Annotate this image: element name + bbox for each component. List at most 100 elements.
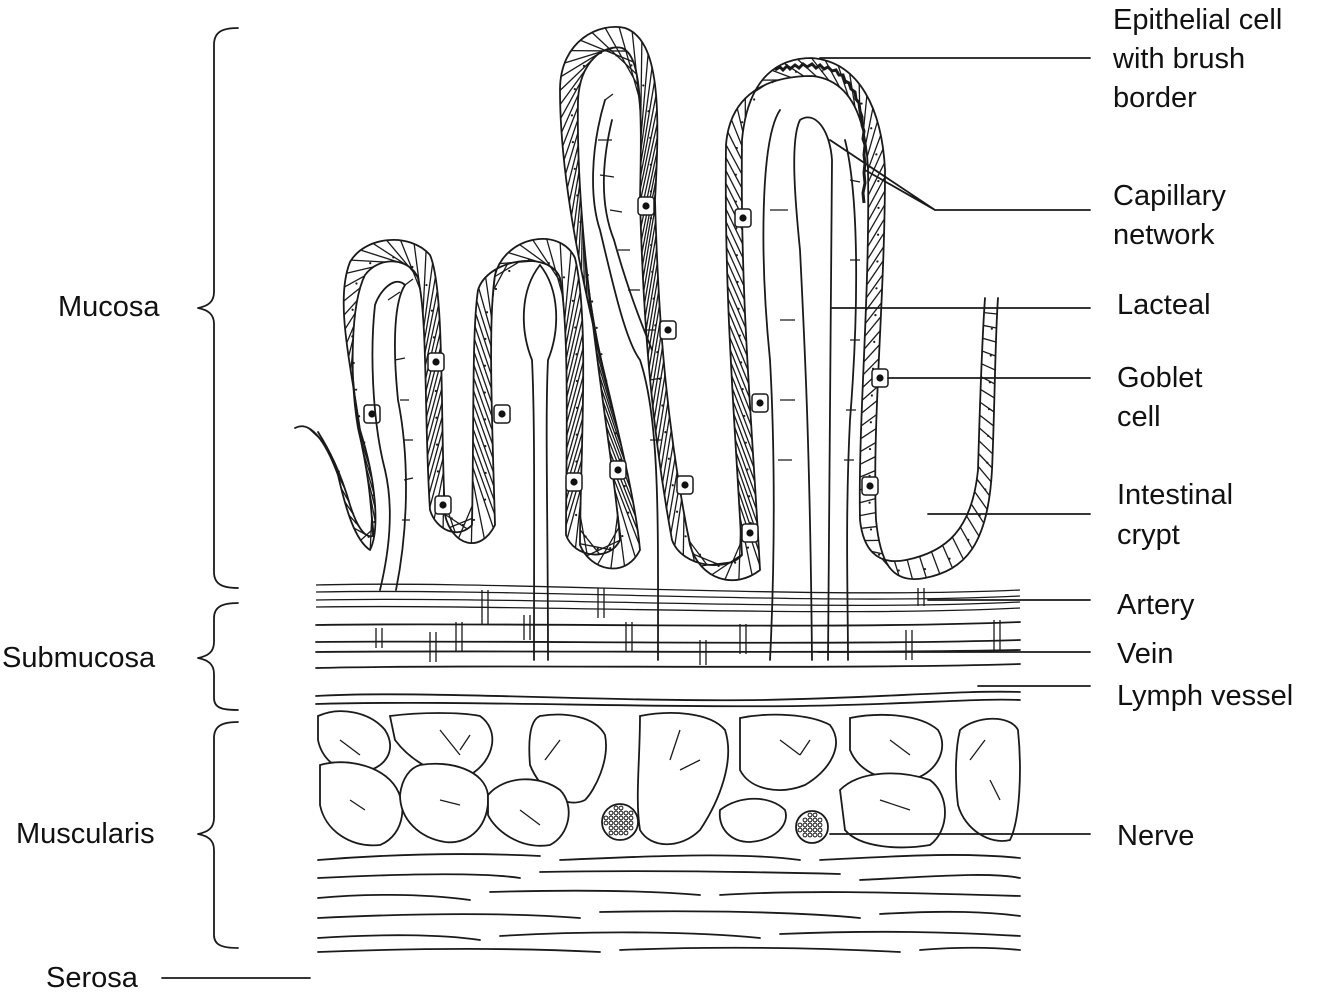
cell-division-line <box>427 374 442 430</box>
cell-nucleus-dot <box>575 514 577 516</box>
cell-nucleus-dot <box>870 528 872 530</box>
cell-division-line <box>737 108 743 132</box>
cell-nucleus-dot <box>875 287 877 289</box>
cell-division-line <box>728 132 742 160</box>
cell-division-line <box>868 135 881 170</box>
cell-nucleus-dot <box>736 147 738 149</box>
cell-nucleus-dot <box>699 554 701 556</box>
cell-nucleus-dot <box>795 71 797 73</box>
cell-nucleus-dot <box>571 114 573 116</box>
serosa-label: Serosa <box>46 962 139 994</box>
cell-nucleus-dot <box>967 539 969 541</box>
cell-division-line <box>979 428 993 440</box>
muscle-blob-4 <box>400 764 488 843</box>
goblet-cell-nucleus <box>498 410 505 417</box>
cell-nucleus-dot <box>870 127 872 129</box>
cell-division-line <box>772 70 791 77</box>
muscle-blob-11 <box>956 719 1020 841</box>
cell-division-line <box>982 351 995 356</box>
cell-nucleus-dot <box>411 266 413 268</box>
cell-division-line <box>979 441 993 454</box>
epithelial-label-line2: with brush <box>1112 43 1245 75</box>
goblet-cell-nucleus <box>681 481 688 488</box>
cell-division-line <box>574 184 580 230</box>
crypt-label-line1: Intestinal <box>1117 479 1233 511</box>
cell-nucleus-dot <box>753 98 755 100</box>
nerve-bundle-2 <box>796 811 828 843</box>
muscle-blob-3 <box>320 762 402 845</box>
cell-nucleus-dot <box>346 496 348 498</box>
crypt-label-line2: crypt <box>1117 519 1180 551</box>
cell-division-line <box>932 552 940 574</box>
cell-division-line <box>581 222 582 271</box>
cell-nucleus-dot <box>877 234 879 236</box>
cell-nucleus-dot <box>873 341 875 343</box>
cell-division-line <box>664 444 673 495</box>
cell-nucleus-dot <box>821 70 823 72</box>
cell-nucleus-dot <box>685 535 687 537</box>
submucosa-label: Submucosa <box>2 642 156 674</box>
cell-division-line <box>473 454 495 514</box>
cell-nucleus-dot <box>528 259 530 261</box>
cell-division-line <box>726 145 742 174</box>
cell-nucleus-dot <box>355 389 357 391</box>
cell-division-line <box>351 260 385 262</box>
cell-division-line <box>319 437 331 454</box>
cell-nucleus-dot <box>717 565 719 567</box>
cell-nucleus-dot <box>583 247 585 249</box>
cell-nucleus-dot <box>596 327 598 329</box>
cell-nucleus-dot <box>484 391 486 393</box>
cell-division-line <box>861 429 876 439</box>
cell-nucleus-dot <box>363 441 365 443</box>
cell-division-line <box>978 454 992 468</box>
lymph-label: Lymph vessel <box>1117 680 1293 712</box>
cell-nucleus-dot <box>672 484 674 486</box>
layer-braces <box>162 28 310 978</box>
cell-division-line <box>868 177 885 208</box>
cell-nucleus-dot <box>583 65 585 67</box>
cell-nucleus-dot <box>747 547 749 549</box>
cell-division-line <box>863 96 867 132</box>
villus-capillary-branches-4 <box>770 180 860 460</box>
cell-division-line <box>862 387 877 401</box>
cell-division-line <box>952 537 963 559</box>
cell-nucleus-dot <box>877 180 879 182</box>
epithelial-label-line3: border <box>1113 82 1197 114</box>
cell-division-line <box>566 292 580 359</box>
muscularis-brace <box>198 722 238 948</box>
cell-division-line <box>861 527 876 529</box>
cell-division-line <box>868 191 885 221</box>
cell-nucleus-dot <box>572 141 574 143</box>
vein-label: Vein <box>1117 638 1173 670</box>
cell-division-line <box>907 560 912 579</box>
cell-nucleus-dot <box>358 415 360 417</box>
cell-division-line <box>867 233 884 260</box>
cell-division-line <box>860 499 876 503</box>
nerve-bundle-1 <box>602 804 638 840</box>
cell-nucleus-dot <box>355 521 357 523</box>
nerve-label: Nerve <box>1117 820 1194 852</box>
cell-nucleus-dot <box>574 88 576 90</box>
cell-nucleus-dot <box>870 421 872 423</box>
cell-division-line <box>867 247 884 272</box>
cell-nucleus-dot <box>351 335 353 337</box>
cell-nucleus-dot <box>745 442 747 444</box>
cell-division-line <box>428 416 442 468</box>
cell-division-line <box>726 170 742 202</box>
cell-division-line <box>669 472 677 521</box>
cell-division-line <box>984 313 997 314</box>
cell-division-line <box>977 479 990 496</box>
cell-nucleus-dot <box>743 415 745 417</box>
cell-nucleus-dot <box>986 462 988 464</box>
cell-nucleus-dot <box>484 365 486 367</box>
cell-nucleus-dot <box>734 562 736 564</box>
muscle-blob-9 <box>850 715 942 780</box>
cell-division-line <box>982 364 996 370</box>
cell-division-line <box>978 466 991 482</box>
cell-nucleus-dot <box>988 408 990 410</box>
cell-division-line <box>423 251 426 315</box>
cell-nucleus-dot <box>877 207 879 209</box>
cell-nucleus-dot <box>591 300 593 302</box>
villus-core-4 <box>763 110 856 660</box>
